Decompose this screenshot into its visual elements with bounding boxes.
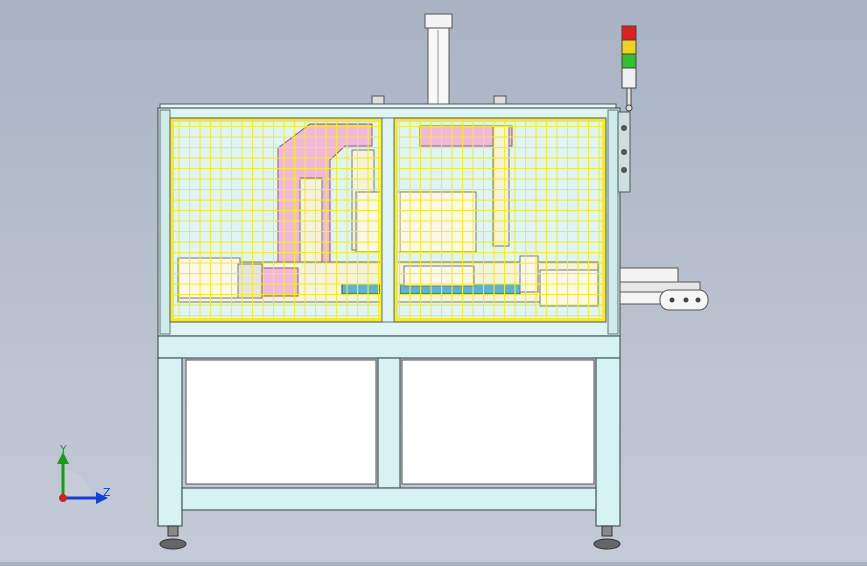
leveling-feet (159, 525, 621, 550)
stack-light-red (621, 25, 637, 41)
coordinate-triad: Y Z (57, 443, 111, 504)
safety-guard-right (393, 117, 607, 323)
machine-table (157, 335, 621, 527)
origin-point (59, 494, 67, 502)
z-axis-head (96, 492, 108, 504)
outfeed-conveyor (619, 267, 709, 311)
side-control-panel (617, 111, 631, 193)
safety-guard-left (169, 117, 385, 323)
stack-light-yellow (621, 39, 637, 55)
top-cylinder (424, 13, 453, 107)
y-axis-label: Y (59, 443, 67, 456)
z-axis-label: Z (103, 486, 111, 499)
y-axis-head (57, 452, 69, 464)
stack-light (621, 25, 637, 112)
stack-light-green (621, 53, 637, 69)
